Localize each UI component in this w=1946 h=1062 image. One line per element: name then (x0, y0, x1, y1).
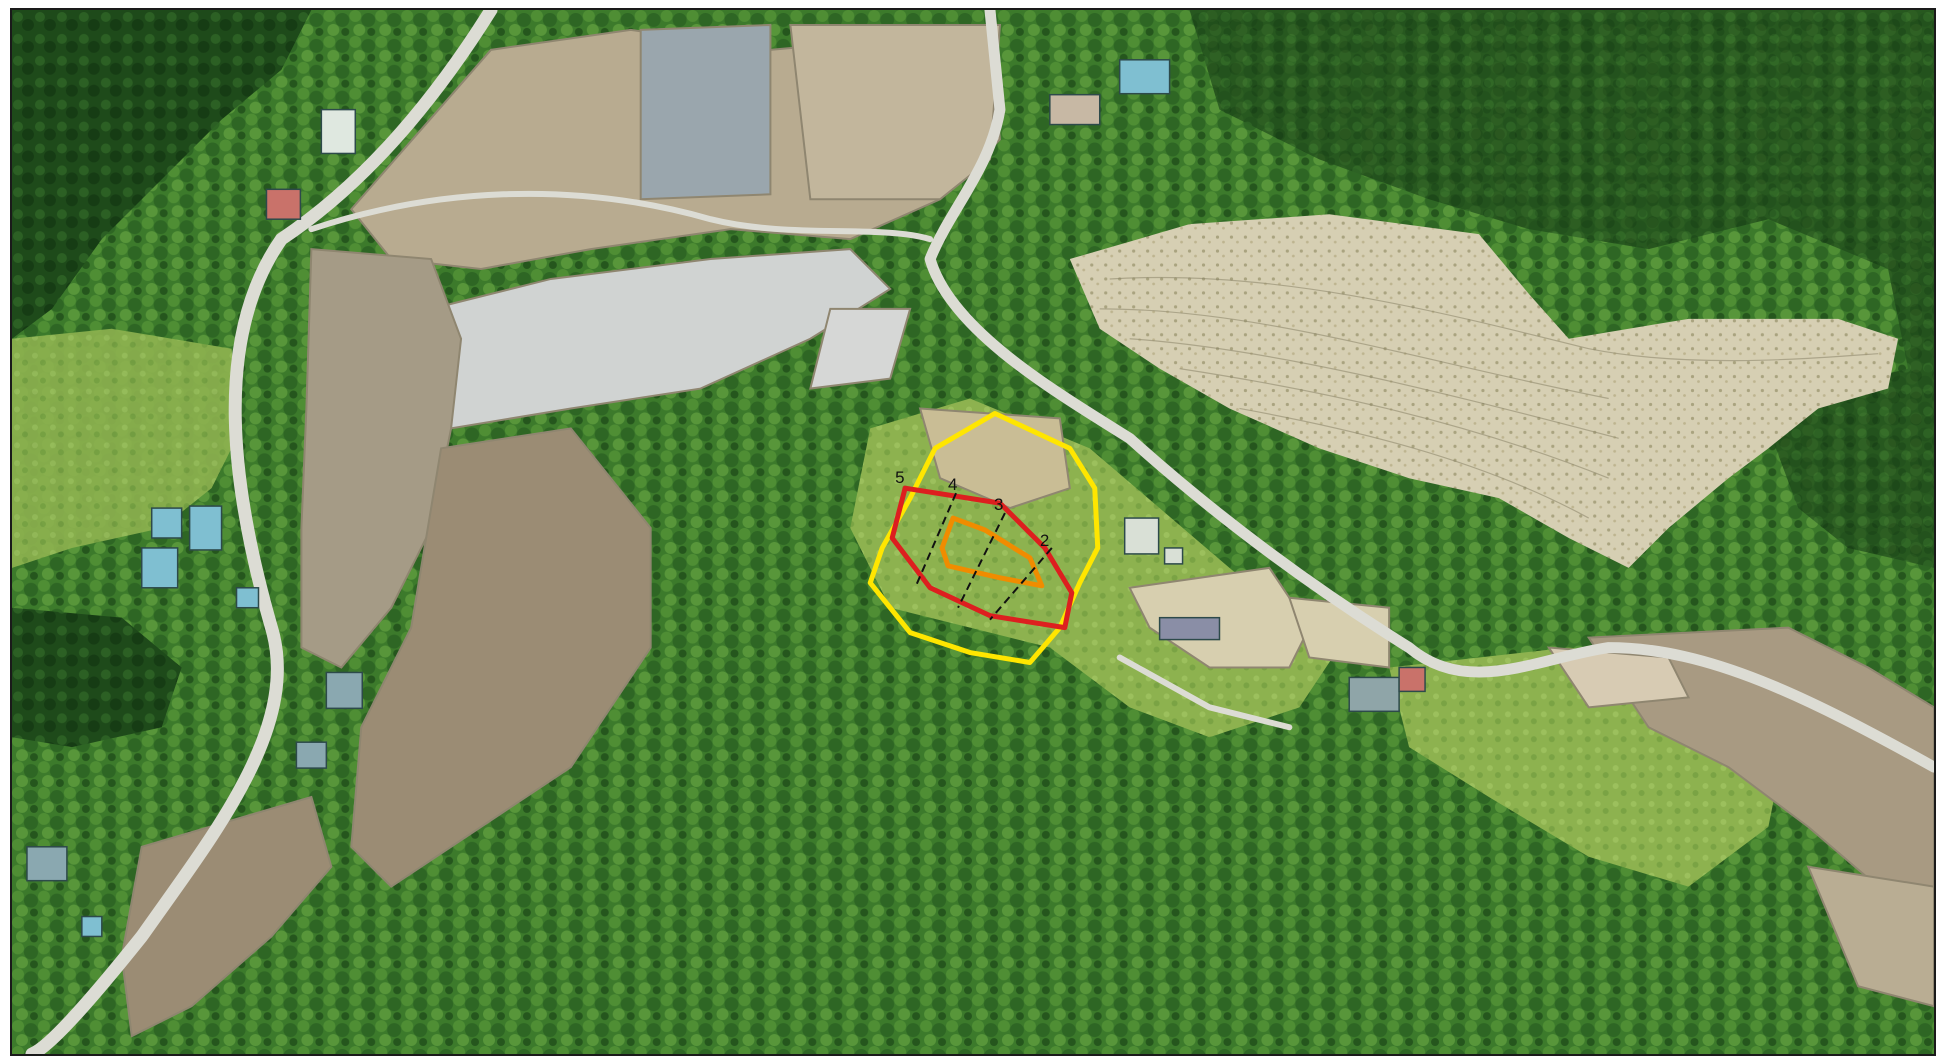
grass-field (12, 328, 242, 568)
inner-zone-boundary (939, 515, 1045, 589)
survey-label-4: 4 (948, 475, 957, 494)
conifer-stand (12, 10, 312, 339)
map-canvas: 5 4 3 2 (12, 10, 1934, 1054)
survey-label-5: 5 (895, 468, 904, 487)
survey-label-2: 2 (1040, 531, 1049, 550)
survey-line-3 (957, 512, 1006, 609)
buildings (26, 59, 1426, 938)
landslide-boundary (889, 485, 1075, 631)
rice-paddies (120, 23, 1934, 1038)
conifer-stand (1189, 10, 1934, 568)
survey-label-3: 3 (994, 495, 1003, 514)
contour-lines (1099, 276, 1879, 519)
aerial-map[interactable]: 5 4 3 2 (10, 8, 1936, 1056)
landslide-overlay: 5 4 3 2 (867, 410, 1101, 665)
roads (25, 10, 1934, 1054)
survey-line-2 (989, 547, 1053, 621)
clearcut-slope (1069, 214, 1899, 568)
conifer-stand (12, 607, 182, 748)
survey-line-4 (914, 492, 957, 589)
outer-zone-boundary (867, 410, 1101, 665)
survey-lines (914, 492, 1053, 621)
